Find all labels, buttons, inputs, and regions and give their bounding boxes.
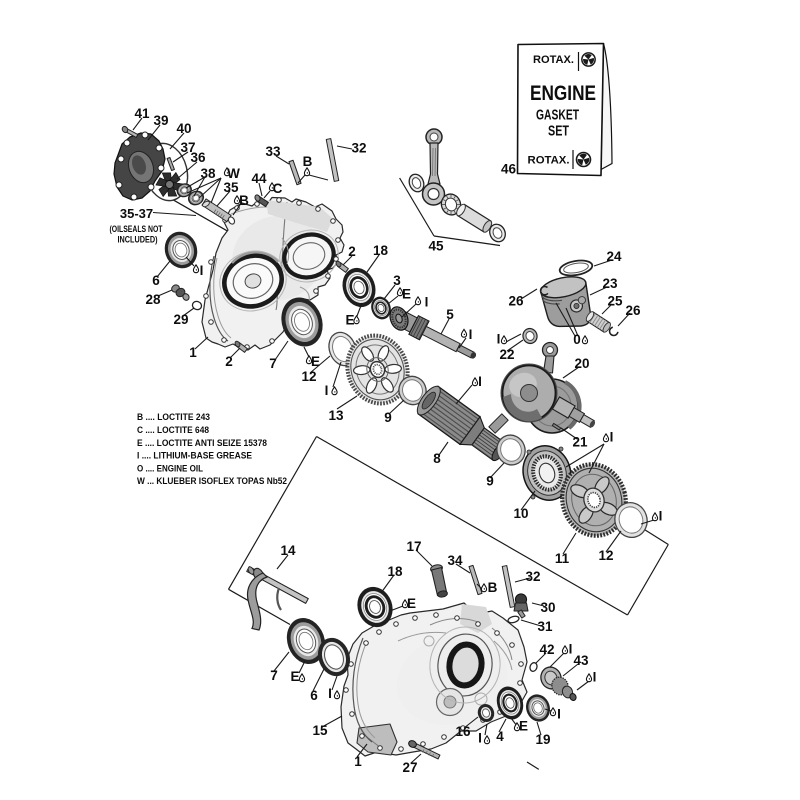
svg-text:17: 17: [406, 539, 421, 554]
svg-text:E: E: [519, 719, 528, 734]
svg-text:5: 5: [446, 307, 454, 322]
svg-text:I: I: [659, 509, 663, 524]
svg-text:25: 25: [607, 294, 623, 309]
svg-text:15: 15: [312, 723, 328, 738]
svg-text:42: 42: [539, 642, 554, 657]
svg-text:9: 9: [486, 474, 494, 489]
svg-text:W ... KLUEBER ISOFLEX TOPAS Nb: W ... KLUEBER ISOFLEX TOPAS Nb52: [137, 476, 287, 487]
svg-text:I: I: [325, 383, 329, 398]
svg-text:INCLUDED): INCLUDED): [118, 235, 158, 245]
svg-text:O .... ENGINE OIL: O .... ENGINE OIL: [137, 464, 203, 475]
svg-text:1: 1: [354, 754, 362, 769]
svg-text:11: 11: [555, 551, 570, 566]
svg-text:33: 33: [265, 144, 281, 159]
svg-text:37: 37: [180, 140, 195, 155]
svg-text:I: I: [328, 686, 332, 701]
svg-text:43: 43: [573, 653, 589, 668]
svg-text:6: 6: [152, 273, 160, 288]
svg-text:9: 9: [384, 410, 392, 425]
svg-text:I: I: [497, 332, 501, 347]
svg-text:W: W: [227, 166, 240, 181]
svg-text:41: 41: [134, 106, 150, 121]
svg-text:14: 14: [280, 543, 296, 558]
svg-text:26: 26: [625, 303, 641, 318]
svg-text:12: 12: [598, 548, 613, 563]
svg-text:32: 32: [525, 569, 540, 584]
svg-text:20: 20: [574, 356, 589, 371]
svg-text:C .... LOCTITE 648: C .... LOCTITE 648: [137, 425, 210, 436]
svg-text:18: 18: [373, 243, 389, 258]
svg-text:30: 30: [540, 600, 555, 615]
svg-text:ROTAX.: ROTAX.: [533, 54, 574, 66]
svg-text:I: I: [593, 670, 597, 685]
svg-text:27: 27: [402, 760, 417, 775]
svg-text:(OILSEALS NOT: (OILSEALS NOT: [110, 224, 163, 234]
svg-text:GASKET: GASKET: [536, 108, 579, 124]
svg-text:E: E: [407, 596, 416, 611]
svg-text:1: 1: [189, 345, 197, 360]
svg-text:ROTAX.: ROTAX.: [528, 155, 570, 167]
svg-text:28: 28: [145, 292, 161, 307]
svg-text:24: 24: [606, 249, 622, 264]
svg-text:7: 7: [269, 356, 277, 371]
svg-text:E: E: [290, 669, 299, 684]
svg-text:I: I: [469, 327, 473, 342]
svg-text:23: 23: [602, 276, 618, 291]
svg-text:2: 2: [225, 354, 233, 369]
svg-text:B: B: [488, 580, 498, 595]
svg-text:C: C: [273, 181, 283, 196]
svg-text:13: 13: [328, 408, 344, 423]
svg-text:2: 2: [348, 244, 356, 259]
svg-text:34: 34: [447, 553, 463, 568]
svg-text:38: 38: [200, 166, 216, 181]
svg-text:40: 40: [176, 121, 191, 136]
svg-text:19: 19: [535, 732, 550, 747]
svg-text:44: 44: [251, 171, 267, 186]
svg-text:B: B: [239, 193, 249, 208]
svg-text:I .... LITHIUM-BASE GREASE: I .... LITHIUM-BASE GREASE: [137, 451, 253, 462]
svg-text:26: 26: [508, 294, 524, 309]
svg-text:21: 21: [572, 435, 588, 450]
svg-text:35: 35: [223, 180, 239, 195]
svg-text:36: 36: [190, 150, 206, 165]
svg-text:4: 4: [496, 729, 504, 744]
svg-text:22: 22: [499, 347, 514, 362]
svg-text:3: 3: [393, 273, 401, 288]
svg-text:I: I: [569, 642, 573, 657]
svg-text:E: E: [402, 287, 411, 302]
svg-text:I: I: [478, 731, 482, 746]
svg-text:E .... LOCTITE ANTI SEIZE 1537: E .... LOCTITE ANTI SEIZE 15378: [137, 438, 268, 449]
svg-text:46: 46: [501, 162, 517, 177]
svg-text:I: I: [200, 263, 204, 278]
svg-text:8: 8: [433, 451, 441, 466]
svg-text:ENGINE: ENGINE: [530, 81, 596, 105]
svg-text:45: 45: [428, 239, 444, 254]
svg-text:35-37: 35-37: [120, 206, 153, 221]
svg-text:39: 39: [153, 113, 168, 128]
svg-text:E: E: [311, 354, 320, 369]
svg-text:0: 0: [573, 332, 581, 347]
svg-text:I: I: [610, 430, 614, 445]
svg-text:29: 29: [173, 312, 188, 327]
svg-text:B .... LOCTITE 243: B .... LOCTITE 243: [137, 412, 210, 423]
svg-text:10: 10: [513, 506, 528, 521]
svg-text:E: E: [345, 313, 354, 328]
svg-text:18: 18: [387, 564, 403, 579]
svg-text:16: 16: [455, 724, 471, 739]
svg-text:B: B: [303, 154, 313, 169]
svg-text:I: I: [557, 707, 561, 722]
svg-text:I: I: [425, 295, 429, 310]
svg-text:31: 31: [537, 619, 553, 634]
svg-text:6: 6: [310, 688, 318, 703]
svg-text:12: 12: [301, 369, 316, 384]
svg-text:7: 7: [270, 668, 278, 683]
svg-text:I: I: [478, 374, 482, 389]
svg-text:SET: SET: [548, 124, 569, 140]
svg-text:32: 32: [351, 141, 366, 156]
